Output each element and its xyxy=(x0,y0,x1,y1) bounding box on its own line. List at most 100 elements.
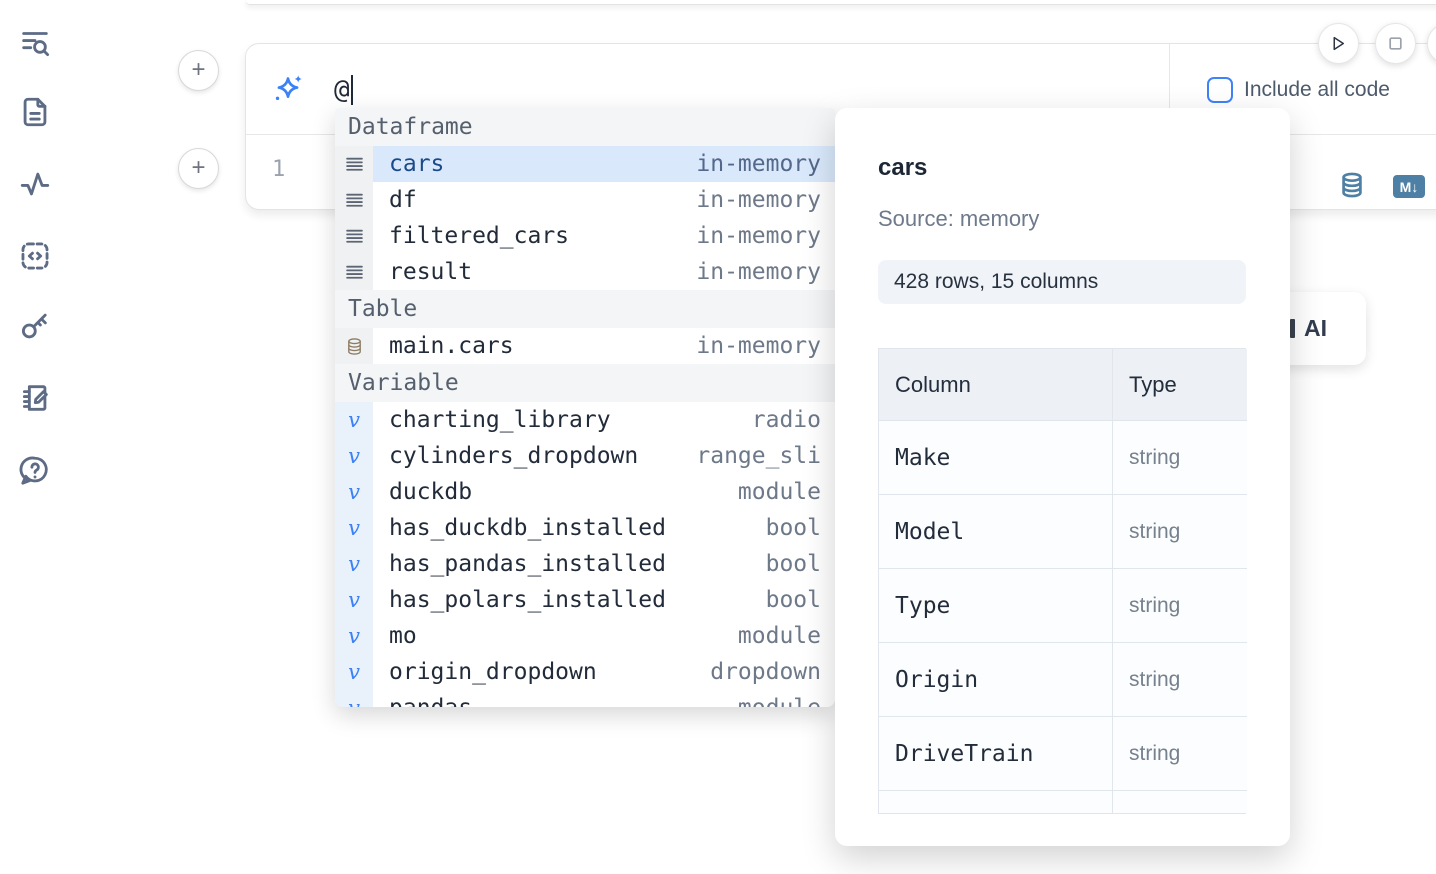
item-icon-gutter: v xyxy=(335,654,373,690)
item-icon-gutter: v xyxy=(335,474,373,510)
previous-cell-edge xyxy=(245,0,1436,5)
schema-column-type: string xyxy=(1112,643,1247,717)
schema-column-type: string xyxy=(1112,569,1247,643)
add-cell-button[interactable]: + xyxy=(178,50,219,91)
sidebar-item-key[interactable] xyxy=(18,309,54,345)
item-icon-gutter: v xyxy=(335,582,373,618)
text-cursor xyxy=(350,74,353,105)
dataframe-preview-popup: cars Source: memory 428 rows, 15 columns… xyxy=(835,108,1290,846)
add-cell-button[interactable]: + xyxy=(178,148,219,189)
variable-icon: v xyxy=(348,551,360,576)
variable-icon: v xyxy=(348,407,360,432)
item-type: in-memory xyxy=(696,187,821,213)
item-type: dropdown xyxy=(710,659,821,685)
file-document-icon xyxy=(23,97,47,127)
schema-column-name: DriveTrain xyxy=(879,717,1112,791)
item-icon-gutter xyxy=(335,328,373,364)
sidebar-item-notebook-pen[interactable] xyxy=(18,381,54,417)
sidebar-item-file-document[interactable] xyxy=(18,95,54,131)
item-icon-gutter xyxy=(335,182,373,218)
sidebar-item-scratchpad-search[interactable] xyxy=(18,25,54,61)
play-icon xyxy=(1333,36,1345,51)
ai-prompt-value: @ xyxy=(334,74,350,105)
activity-icon xyxy=(20,172,50,196)
sidebar-item-activity[interactable] xyxy=(18,167,54,203)
key-icon xyxy=(21,313,47,339)
item-type: module xyxy=(738,690,821,707)
autocomplete-item[interactable]: v has_pandas_installed bool xyxy=(335,546,835,582)
item-name: main.cars xyxy=(389,333,514,359)
line-number: 1 xyxy=(272,157,286,182)
item-name: duckdb xyxy=(389,479,473,505)
ai-prompt-input[interactable]: @ xyxy=(334,44,353,135)
item-name: result xyxy=(389,259,473,285)
rows-icon xyxy=(345,193,363,207)
autocomplete-section-header: Variable xyxy=(335,364,835,402)
autocomplete-section-header: Table xyxy=(335,290,835,328)
sql-cell-button[interactable] xyxy=(1338,171,1366,199)
schema-table-header-cell: Column xyxy=(879,349,1112,421)
sidebar-item-code-snippet[interactable] xyxy=(18,239,54,275)
run-cell-button[interactable] xyxy=(1318,23,1359,64)
item-type: module xyxy=(737,479,821,505)
schema-column-name: Origin xyxy=(879,643,1112,717)
divider xyxy=(1169,44,1170,135)
code-snippet-icon xyxy=(21,242,49,270)
item-icon-gutter: v xyxy=(335,510,373,546)
notebook-pen-icon xyxy=(22,385,48,411)
stop-icon xyxy=(1389,37,1402,50)
schema-column-name xyxy=(879,791,1112,813)
stop-cell-button[interactable] xyxy=(1375,23,1416,64)
clipped-text-fragment xyxy=(1290,319,1295,338)
item-name: cars xyxy=(389,151,445,177)
item-icon-gutter: v xyxy=(335,402,373,438)
item-icon-gutter xyxy=(335,146,373,182)
include-all-code-label: Include all code xyxy=(1244,78,1390,101)
item-type: bool xyxy=(765,551,821,577)
sidebar-item-help-chat[interactable] xyxy=(18,454,54,490)
schema-column-type: string xyxy=(1112,717,1247,791)
autocomplete-item[interactable]: vpandasmodule xyxy=(335,690,835,707)
markdown-icon: M↓ xyxy=(1399,178,1419,195)
schema-table-row-clipped xyxy=(879,791,1247,813)
ai-sparkle-icon xyxy=(275,75,302,101)
markdown-cell-button[interactable]: M↓ xyxy=(1393,175,1425,198)
scratchpad-search-icon xyxy=(22,32,50,57)
schema-table-header-cell: Type xyxy=(1112,349,1247,421)
help-chat-icon xyxy=(19,456,48,485)
rows-icon xyxy=(345,265,363,279)
item-name: has_polars_installed xyxy=(389,587,666,613)
include-all-code-checkbox[interactable] xyxy=(1207,77,1233,103)
ai-button-label: AI xyxy=(1304,315,1327,341)
item-type: bool xyxy=(765,515,821,541)
item-name: has_pandas_installed xyxy=(389,551,666,577)
code-editor-row[interactable]: 1 M↓ xyxy=(246,135,1436,209)
item-name: mo xyxy=(389,623,417,649)
autocomplete-section-header: Dataframe xyxy=(335,108,835,146)
schema-column-name: Make xyxy=(879,421,1112,495)
item-icon-gutter: v xyxy=(335,690,373,707)
autocomplete-item[interactable]: v has_polars_installed bool xyxy=(335,582,835,618)
database-icon xyxy=(1342,172,1362,198)
item-type: module xyxy=(737,623,821,649)
item-type: bool xyxy=(765,587,821,613)
schema-column-type: string xyxy=(1112,421,1247,495)
rows-icon xyxy=(345,229,363,243)
